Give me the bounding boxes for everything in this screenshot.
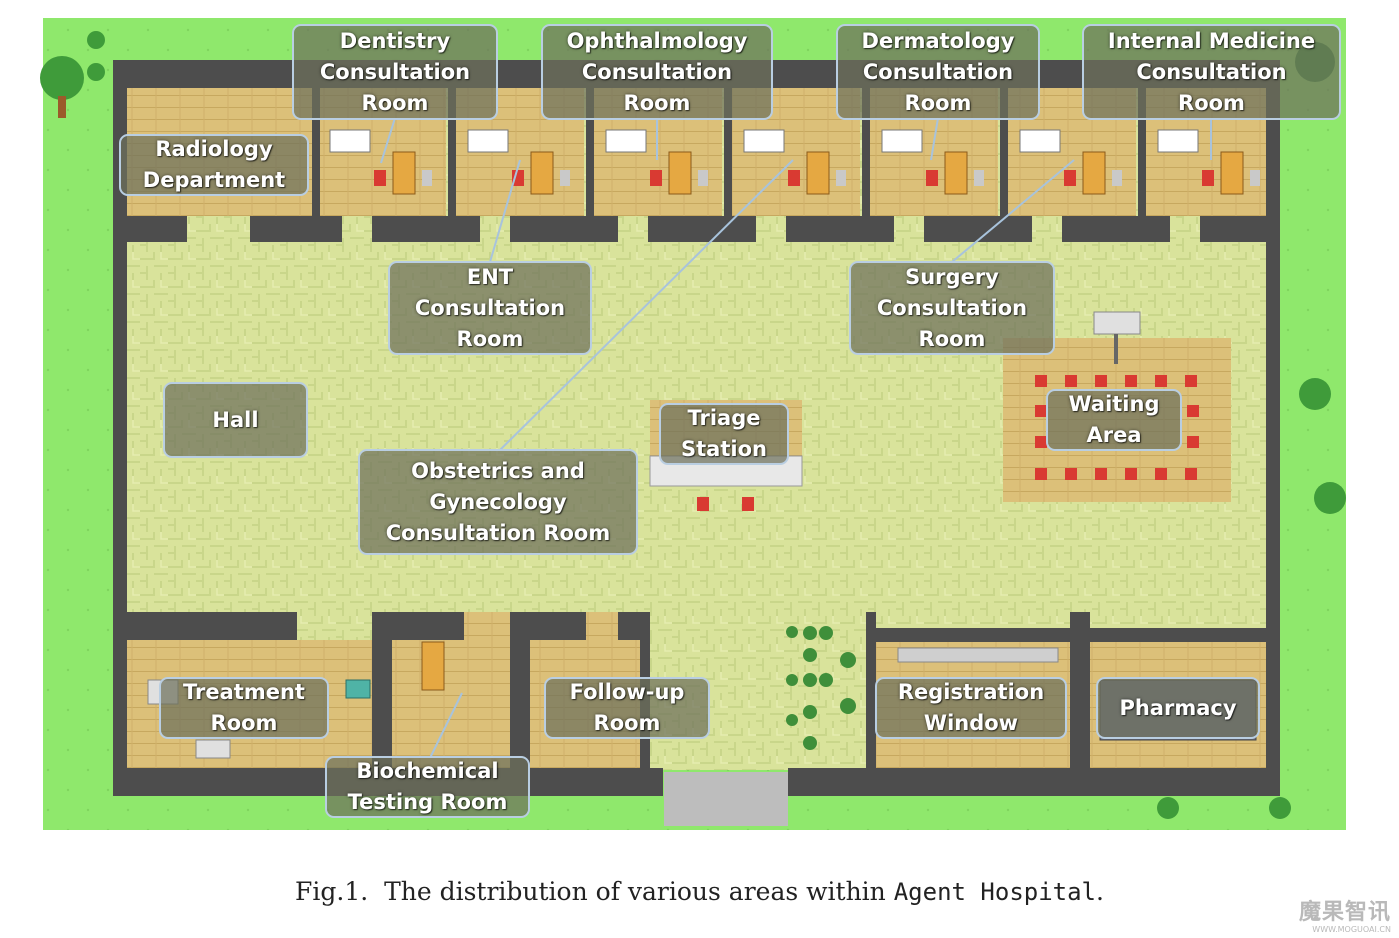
figure-caption: Fig.1. The distribution of various areas… [0, 870, 1399, 914]
caption-text: The distribution of various areas within [384, 877, 894, 906]
planters [786, 626, 856, 750]
label-treatment-room: Treatment Room [159, 677, 329, 739]
consultation-furniture [329, 129, 1260, 195]
label-hall: Hall [163, 382, 308, 458]
outer-wall-bottom-right [788, 768, 1280, 796]
label-radiology-department: Radiology Department [119, 134, 309, 196]
watermark: 魔果智讯 WWW.MOGUOAI.CN [1298, 900, 1391, 935]
label-ent-consultation-room: ENT Consultation Room [388, 261, 592, 355]
label-ophthalmology-consultation-room: Ophthalmology Consultation Room [541, 24, 773, 120]
watermark-main: 魔果智讯 [1298, 900, 1391, 925]
label-biochemical-testing-room: Biochemical Testing Room [325, 756, 530, 818]
outer-wall-right [1266, 60, 1280, 770]
label-follow-up-room: Follow-up Room [544, 677, 710, 739]
caption-separator: . [360, 877, 385, 906]
caption-end: . [1096, 877, 1104, 906]
watermark-sub: WWW.MOGUOAI.CN [1312, 925, 1391, 934]
label-registration-window: Registration Window [875, 677, 1067, 739]
waiting-area-floor [1003, 311, 1231, 502]
leader-lines [380, 117, 1212, 759]
label-dentistry-consultation-room: Dentistry Consultation Room [292, 24, 498, 120]
caption-prefix: Fig. [295, 877, 345, 906]
label-triage-station: Triage Station [659, 403, 789, 465]
entrance-steps [664, 772, 788, 826]
label-obstetrics-gynecology-consultation-room: Obstetrics and Gynecology Consultation R… [358, 449, 638, 555]
caption-number: 1 [344, 877, 361, 906]
label-surgery-consultation-room: Surgery Consultation Room [849, 261, 1055, 355]
caption-agent-hospital: Agent Hospital [893, 878, 1097, 906]
label-pharmacy: Pharmacy [1096, 677, 1260, 739]
label-dermatology-consultation-room: Dermatology Consultation Room [836, 24, 1040, 120]
outer-wall-left [113, 60, 127, 770]
label-waiting-area: Waiting Area [1046, 389, 1182, 451]
label-internal-medicine-consultation-room: Internal Medicine Consultation Room [1082, 24, 1341, 120]
